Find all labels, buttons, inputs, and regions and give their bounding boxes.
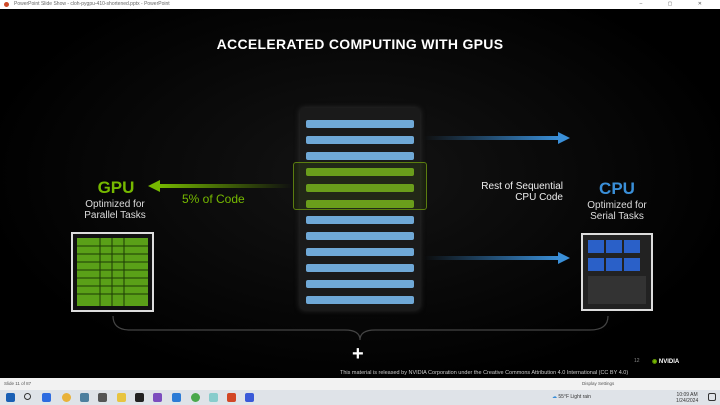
cpu-arrow-icon bbox=[424, 252, 570, 264]
code-bar bbox=[306, 280, 414, 288]
arrows-overlay bbox=[71, 132, 653, 341]
slide-title: ACCELERATED COMPUTING WITH GPUS bbox=[216, 36, 504, 52]
outlook-icon[interactable] bbox=[172, 393, 181, 402]
gpu-code-highlight bbox=[293, 162, 427, 210]
clock-date: 1/24/2024 bbox=[676, 398, 699, 404]
nvidia-logo-text: NVIDIA bbox=[658, 359, 680, 365]
gpu-code-bar bbox=[306, 168, 414, 176]
chrome-icon[interactable] bbox=[62, 393, 71, 402]
gpu-subtitle-line: Optimized for bbox=[85, 199, 145, 210]
gpu-code-bar bbox=[306, 200, 414, 208]
taskbar-app-icon[interactable] bbox=[209, 393, 218, 402]
cpu-subtitle-line: Optimized for bbox=[587, 200, 647, 211]
gpu-code-bar bbox=[306, 184, 414, 192]
cloud-icon: ☁ bbox=[552, 394, 557, 400]
gpu-label: GPU bbox=[97, 178, 135, 197]
slide-counter: Slide 11 of 87 bbox=[4, 381, 32, 386]
taskbar-app-icon[interactable] bbox=[80, 393, 89, 402]
bracket bbox=[112, 315, 609, 341]
plus-icon: + bbox=[352, 343, 364, 365]
clock-time: 10:09 AM bbox=[676, 392, 698, 398]
terminal-icon[interactable] bbox=[135, 393, 144, 402]
window-title-bar: PowerPoint Slide Show - cloh-pygpu-410-s… bbox=[0, 0, 720, 9]
license-text: This material is released by NVIDIA Corp… bbox=[340, 370, 629, 376]
code-bar bbox=[306, 136, 414, 144]
code-bar bbox=[306, 296, 414, 304]
teams-icon[interactable] bbox=[153, 393, 162, 402]
taskbar-app-icon[interactable] bbox=[42, 393, 51, 402]
powerpoint-icon bbox=[4, 2, 9, 7]
code-bar bbox=[306, 264, 414, 272]
notification-icon[interactable] bbox=[708, 393, 716, 401]
gpu-arrow-icon bbox=[148, 180, 292, 192]
code-bar bbox=[306, 120, 414, 128]
code-bar bbox=[306, 248, 414, 256]
taskbar-app-icon[interactable] bbox=[245, 393, 254, 402]
file-explorer-icon[interactable] bbox=[117, 393, 126, 402]
cpu-code-line: CPU Code bbox=[515, 192, 563, 203]
search-icon[interactable] bbox=[24, 393, 31, 400]
gpu-code-label: 5% of Code bbox=[182, 192, 245, 206]
cpu-arrow-icon bbox=[424, 132, 570, 144]
nvidia-eye-icon: ◉ bbox=[652, 359, 658, 365]
code-bar bbox=[306, 232, 414, 240]
start-icon[interactable] bbox=[6, 393, 15, 402]
code-bar bbox=[306, 216, 414, 224]
weather[interactable]: ☁ 55°F Light rain bbox=[552, 395, 591, 400]
taskbar-app-icon[interactable] bbox=[98, 393, 107, 402]
cpu-subtitle-line: Serial Tasks bbox=[590, 211, 644, 222]
gpu-subtitle-line: Parallel Tasks bbox=[84, 210, 146, 221]
gpu-chip-icon bbox=[71, 232, 154, 312]
chrome-icon[interactable] bbox=[191, 393, 200, 402]
nvidia-logo: ◉ NVIDIA bbox=[652, 358, 679, 366]
window-controls[interactable]: – ▢ ✕ bbox=[639, 1, 714, 7]
status-bar: Slide 11 of 87 Display Settings bbox=[0, 378, 720, 390]
powerpoint-icon[interactable] bbox=[227, 393, 236, 402]
cpu-label: CPU bbox=[599, 179, 635, 198]
cpu-code-line: Rest of Sequential bbox=[481, 181, 563, 192]
slide-number: 12 bbox=[634, 358, 640, 364]
window-title: PowerPoint Slide Show - cloh-pygpu-410-s… bbox=[14, 1, 170, 7]
weather-text: 55°F Light rain bbox=[558, 394, 591, 400]
code-bar bbox=[306, 152, 414, 160]
display-settings-button[interactable]: Display Settings bbox=[582, 381, 615, 386]
cpu-chip-icon bbox=[581, 233, 653, 311]
